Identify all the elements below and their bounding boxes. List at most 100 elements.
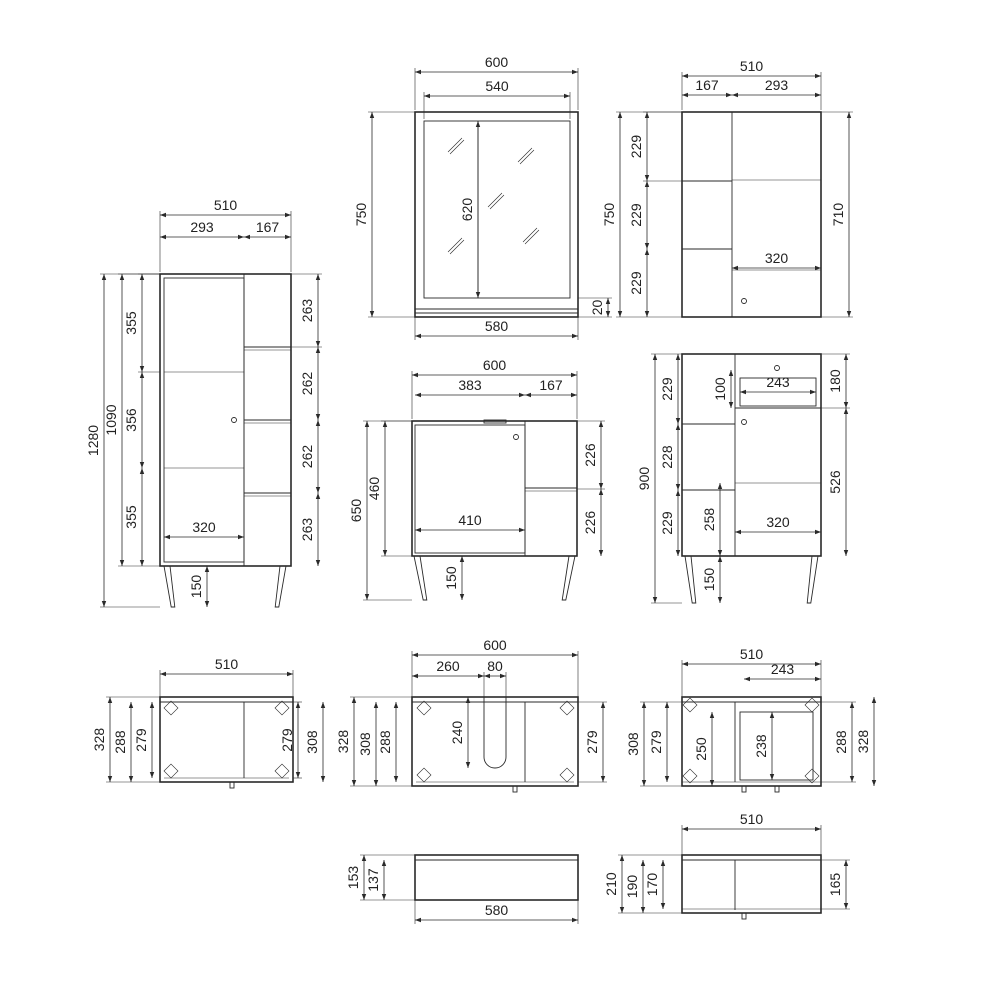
dimension-arrow — [101, 274, 107, 280]
leg — [163, 565, 176, 608]
dimension-arrow — [160, 212, 166, 218]
leg — [561, 555, 576, 601]
dimension-arrow — [244, 234, 250, 240]
dimension-arrow — [315, 274, 321, 280]
mirror-glare-icon — [447, 237, 465, 255]
dimension-arrow — [107, 697, 113, 703]
dimension-arrow — [598, 550, 604, 556]
dimension-arrow — [617, 112, 623, 118]
dimension-label: 180 — [827, 369, 843, 393]
dimension-arrow — [351, 780, 357, 786]
dimension-label: 150 — [188, 575, 204, 599]
dimension-arrow — [660, 903, 666, 909]
dimension-label: 288 — [112, 730, 128, 754]
dimension-arrow — [846, 311, 852, 317]
mirror-panel — [423, 120, 571, 299]
dimension-label: 279 — [133, 728, 149, 752]
mirror-glare-icon — [517, 147, 535, 165]
dimension-label: 226 — [582, 443, 598, 467]
dimension-arrow — [287, 671, 293, 677]
dimension-arrow — [364, 421, 370, 427]
dimension-label: 750 — [353, 203, 369, 227]
panel — [681, 696, 822, 787]
dimension-arrow — [871, 780, 877, 786]
dimension-arrow — [572, 652, 578, 658]
leg-footprint-icon — [274, 700, 290, 716]
leg-footprint-icon — [804, 768, 820, 784]
dimension-label: 293 — [190, 219, 214, 235]
dimension-arrow — [644, 181, 650, 187]
dimension-label: 210 — [603, 872, 619, 896]
dimension-label: 137 — [365, 868, 381, 892]
dimension-arrow — [815, 826, 821, 832]
dimension-arrow — [393, 702, 399, 708]
dimension-label: 288 — [377, 730, 393, 754]
dimension-arrow — [128, 702, 134, 708]
dimension-label: 580 — [485, 902, 509, 918]
dimension-arrow — [285, 212, 291, 218]
dimension-label: 243 — [771, 661, 795, 677]
dimension-arrow — [478, 673, 484, 679]
dimension-arrow — [381, 894, 387, 900]
panel — [681, 854, 822, 914]
dimension-label: 229 — [659, 511, 675, 535]
dimension-arrow — [641, 780, 647, 786]
leg-footprint-icon — [559, 700, 575, 716]
dimension-arrow — [412, 673, 418, 679]
door-knob-icon — [741, 419, 747, 425]
dimension-arrow — [849, 776, 855, 782]
dimension-label: 308 — [625, 732, 641, 756]
dimension-arrow — [572, 69, 578, 75]
dimension-label: 383 — [458, 377, 482, 393]
dimension-label: 238 — [753, 734, 769, 758]
dimension-arrow — [484, 673, 490, 679]
door-knob-icon — [741, 298, 747, 304]
dimension-arrow — [815, 676, 821, 682]
dimension-label: 229 — [628, 135, 644, 159]
dimension-arrow — [843, 860, 849, 866]
dimension-label: 510 — [214, 197, 238, 213]
dimension-label: 600 — [483, 357, 507, 373]
dimension-arrow — [415, 69, 421, 75]
panel — [414, 111, 579, 318]
dimension-arrow — [843, 402, 849, 408]
dimension-label: 320 — [765, 250, 789, 266]
dimension-label: 750 — [601, 203, 617, 227]
dimension-arrow — [149, 702, 155, 708]
dimension-label: 510 — [215, 656, 239, 672]
dimension-arrow — [598, 489, 604, 495]
dimension-arrow — [644, 175, 650, 181]
dimension-arrow — [617, 311, 623, 317]
dimension-arrow — [598, 421, 604, 427]
dimension-arrow — [675, 424, 681, 430]
dimension-arrow — [605, 298, 611, 304]
dimension-arrow — [640, 907, 646, 913]
dimension-label: 229 — [659, 377, 675, 401]
dimension-arrow — [465, 762, 471, 768]
dimension-arrow — [519, 527, 525, 533]
dimension-arrow — [717, 556, 723, 562]
drawer-outline — [739, 711, 814, 781]
dimension-label: 229 — [628, 203, 644, 227]
leg-footprint-icon — [682, 768, 698, 784]
dimension-arrow — [364, 594, 370, 600]
dimension-arrow — [369, 311, 375, 317]
dimension-arrow — [846, 112, 852, 118]
dimension-arrow — [644, 243, 650, 249]
dimension-arrow — [361, 855, 367, 861]
dimension-arrow — [139, 468, 145, 474]
dimension-arrow — [204, 601, 210, 607]
dimension-arrow — [459, 556, 465, 562]
dimension-arrow — [315, 420, 321, 426]
knob-stub — [741, 785, 747, 793]
dimension-label: 167 — [539, 377, 563, 393]
dimension-arrow — [139, 560, 145, 566]
panel — [411, 420, 578, 557]
leg — [274, 565, 287, 608]
dimension-arrow — [600, 776, 606, 782]
dimension-arrow — [740, 389, 746, 395]
dimension-label: 328 — [91, 728, 107, 752]
dimension-arrow — [728, 370, 734, 376]
dimension-arrow — [160, 671, 166, 677]
leg-footprint-icon — [416, 767, 432, 783]
